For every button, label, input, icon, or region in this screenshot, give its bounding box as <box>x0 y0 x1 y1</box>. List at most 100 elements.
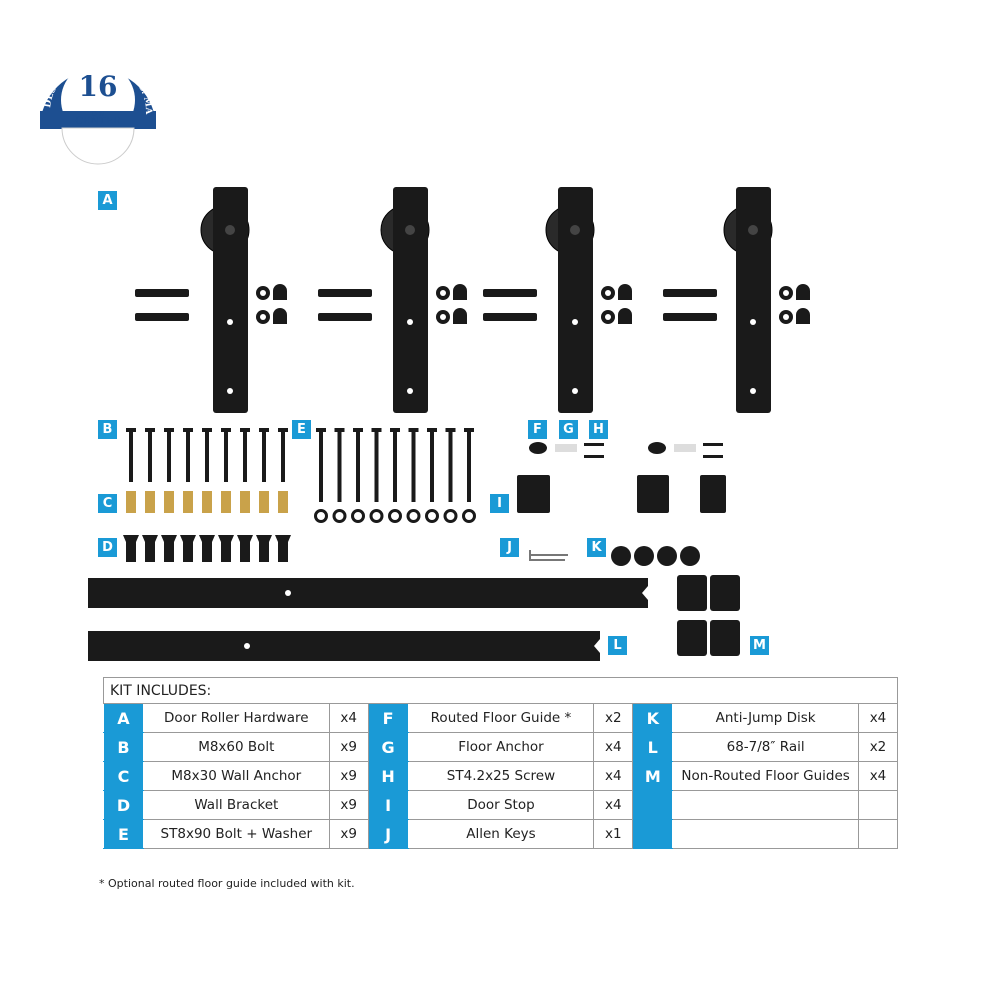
floor-guide-f <box>648 442 666 454</box>
allen-key-j <box>529 550 568 561</box>
strap-hole <box>227 319 233 325</box>
floor-guide-m <box>677 575 707 611</box>
strap-hole <box>750 388 756 394</box>
anti-jump-disk-k <box>680 546 700 566</box>
washer-e <box>332 509 347 523</box>
bolt-head <box>464 428 474 432</box>
rail-hole <box>244 643 250 649</box>
bolt-b <box>129 430 133 482</box>
item-name <box>672 790 859 820</box>
part-label-m: M <box>750 636 769 655</box>
wall-anchor-c <box>126 491 136 513</box>
item-name: Floor Anchor <box>407 732 595 762</box>
screw-h <box>703 443 723 446</box>
roller-axle <box>570 225 580 235</box>
roller-axle <box>405 225 415 235</box>
door-stop-i <box>700 475 726 513</box>
item-letter: G <box>367 732 409 762</box>
washer-hole <box>605 290 611 296</box>
roller-bolt <box>318 289 372 297</box>
item-name: Allen Keys <box>407 819 595 849</box>
bolt-b <box>262 430 266 482</box>
cap-nut <box>453 284 467 300</box>
washer-hole <box>440 314 446 320</box>
bolt-head <box>371 428 382 432</box>
part-label-j: J <box>500 538 519 557</box>
anti-jump-disk-k <box>657 546 677 566</box>
item-name: 68-7/8″ Rail <box>672 732 859 762</box>
bolt-e <box>448 430 453 502</box>
item-qty: x2 <box>857 732 899 762</box>
item-name: Anti-Jump Disk <box>672 703 859 733</box>
roller-axle <box>225 225 235 235</box>
roller-strap <box>558 187 593 413</box>
bolt-b <box>224 430 228 482</box>
part-label-a: A <box>98 191 117 210</box>
wall-bracket-d <box>142 535 158 562</box>
item-letter: L <box>632 732 674 762</box>
item-letter: E <box>103 819 144 849</box>
strap-hole <box>227 388 233 394</box>
item-letter: D <box>103 790 144 820</box>
bolt-head <box>427 428 437 432</box>
wall-bracket-d <box>256 535 272 562</box>
part-label-h: H <box>589 420 608 439</box>
floor-guide-f <box>529 442 547 454</box>
anti-jump-disk-k <box>634 546 654 566</box>
item-letter: K <box>632 703 674 733</box>
wall-bracket-d <box>218 535 234 562</box>
bolt-e <box>337 430 342 502</box>
wall-anchor-c <box>240 491 250 513</box>
bolt-e <box>411 430 416 502</box>
floor-guide-m <box>710 575 740 611</box>
bolt-head <box>316 428 326 432</box>
bolt-head <box>126 428 136 432</box>
bolt-head <box>259 428 269 432</box>
item-qty: x9 <box>328 819 369 849</box>
door-stop-i <box>517 475 543 513</box>
part-label-e: E <box>292 420 311 439</box>
item-letter: H <box>367 761 409 791</box>
strap-hole <box>407 388 413 394</box>
item-name: Routed Floor Guide * <box>407 703 595 733</box>
anti-jump-disk-k <box>611 546 631 566</box>
part-label-g: G <box>559 420 578 439</box>
bolt-head <box>221 428 231 432</box>
cap-nut <box>618 284 632 300</box>
strap-hole <box>572 388 578 394</box>
item-qty: x4 <box>593 761 634 791</box>
washer-hole <box>605 314 611 320</box>
roller-strap <box>393 187 428 413</box>
bolt-head <box>334 428 345 432</box>
item-letter: F <box>367 703 409 733</box>
bolt-head <box>390 428 400 432</box>
bolt-head <box>183 428 193 432</box>
item-qty <box>857 790 899 820</box>
bolt-head <box>145 428 155 432</box>
item-name: Door Roller Hardware <box>142 703 330 733</box>
cap-nut <box>453 308 467 324</box>
strap-hole <box>750 319 756 325</box>
washer-hole <box>783 314 789 320</box>
item-qty: x4 <box>857 761 899 791</box>
item-letter <box>632 790 674 820</box>
bolt-head <box>353 428 363 432</box>
item-letter: A <box>103 703 144 733</box>
item-name: Non-Routed Floor Guides <box>672 761 859 791</box>
bolt-b <box>205 430 209 482</box>
part-label-l: L <box>608 636 627 655</box>
badge-unit: INCHES <box>74 98 122 111</box>
item-qty: x9 <box>328 732 369 762</box>
washer-e <box>314 509 328 523</box>
wall-bracket-d <box>161 535 177 562</box>
floor-guide-m <box>677 620 707 656</box>
item-name: M8x30 Wall Anchor <box>142 761 330 791</box>
wall-anchor-c <box>259 491 269 513</box>
cap-nut <box>618 308 632 324</box>
wall-bracket-d <box>237 535 253 562</box>
washer-e <box>406 509 421 523</box>
